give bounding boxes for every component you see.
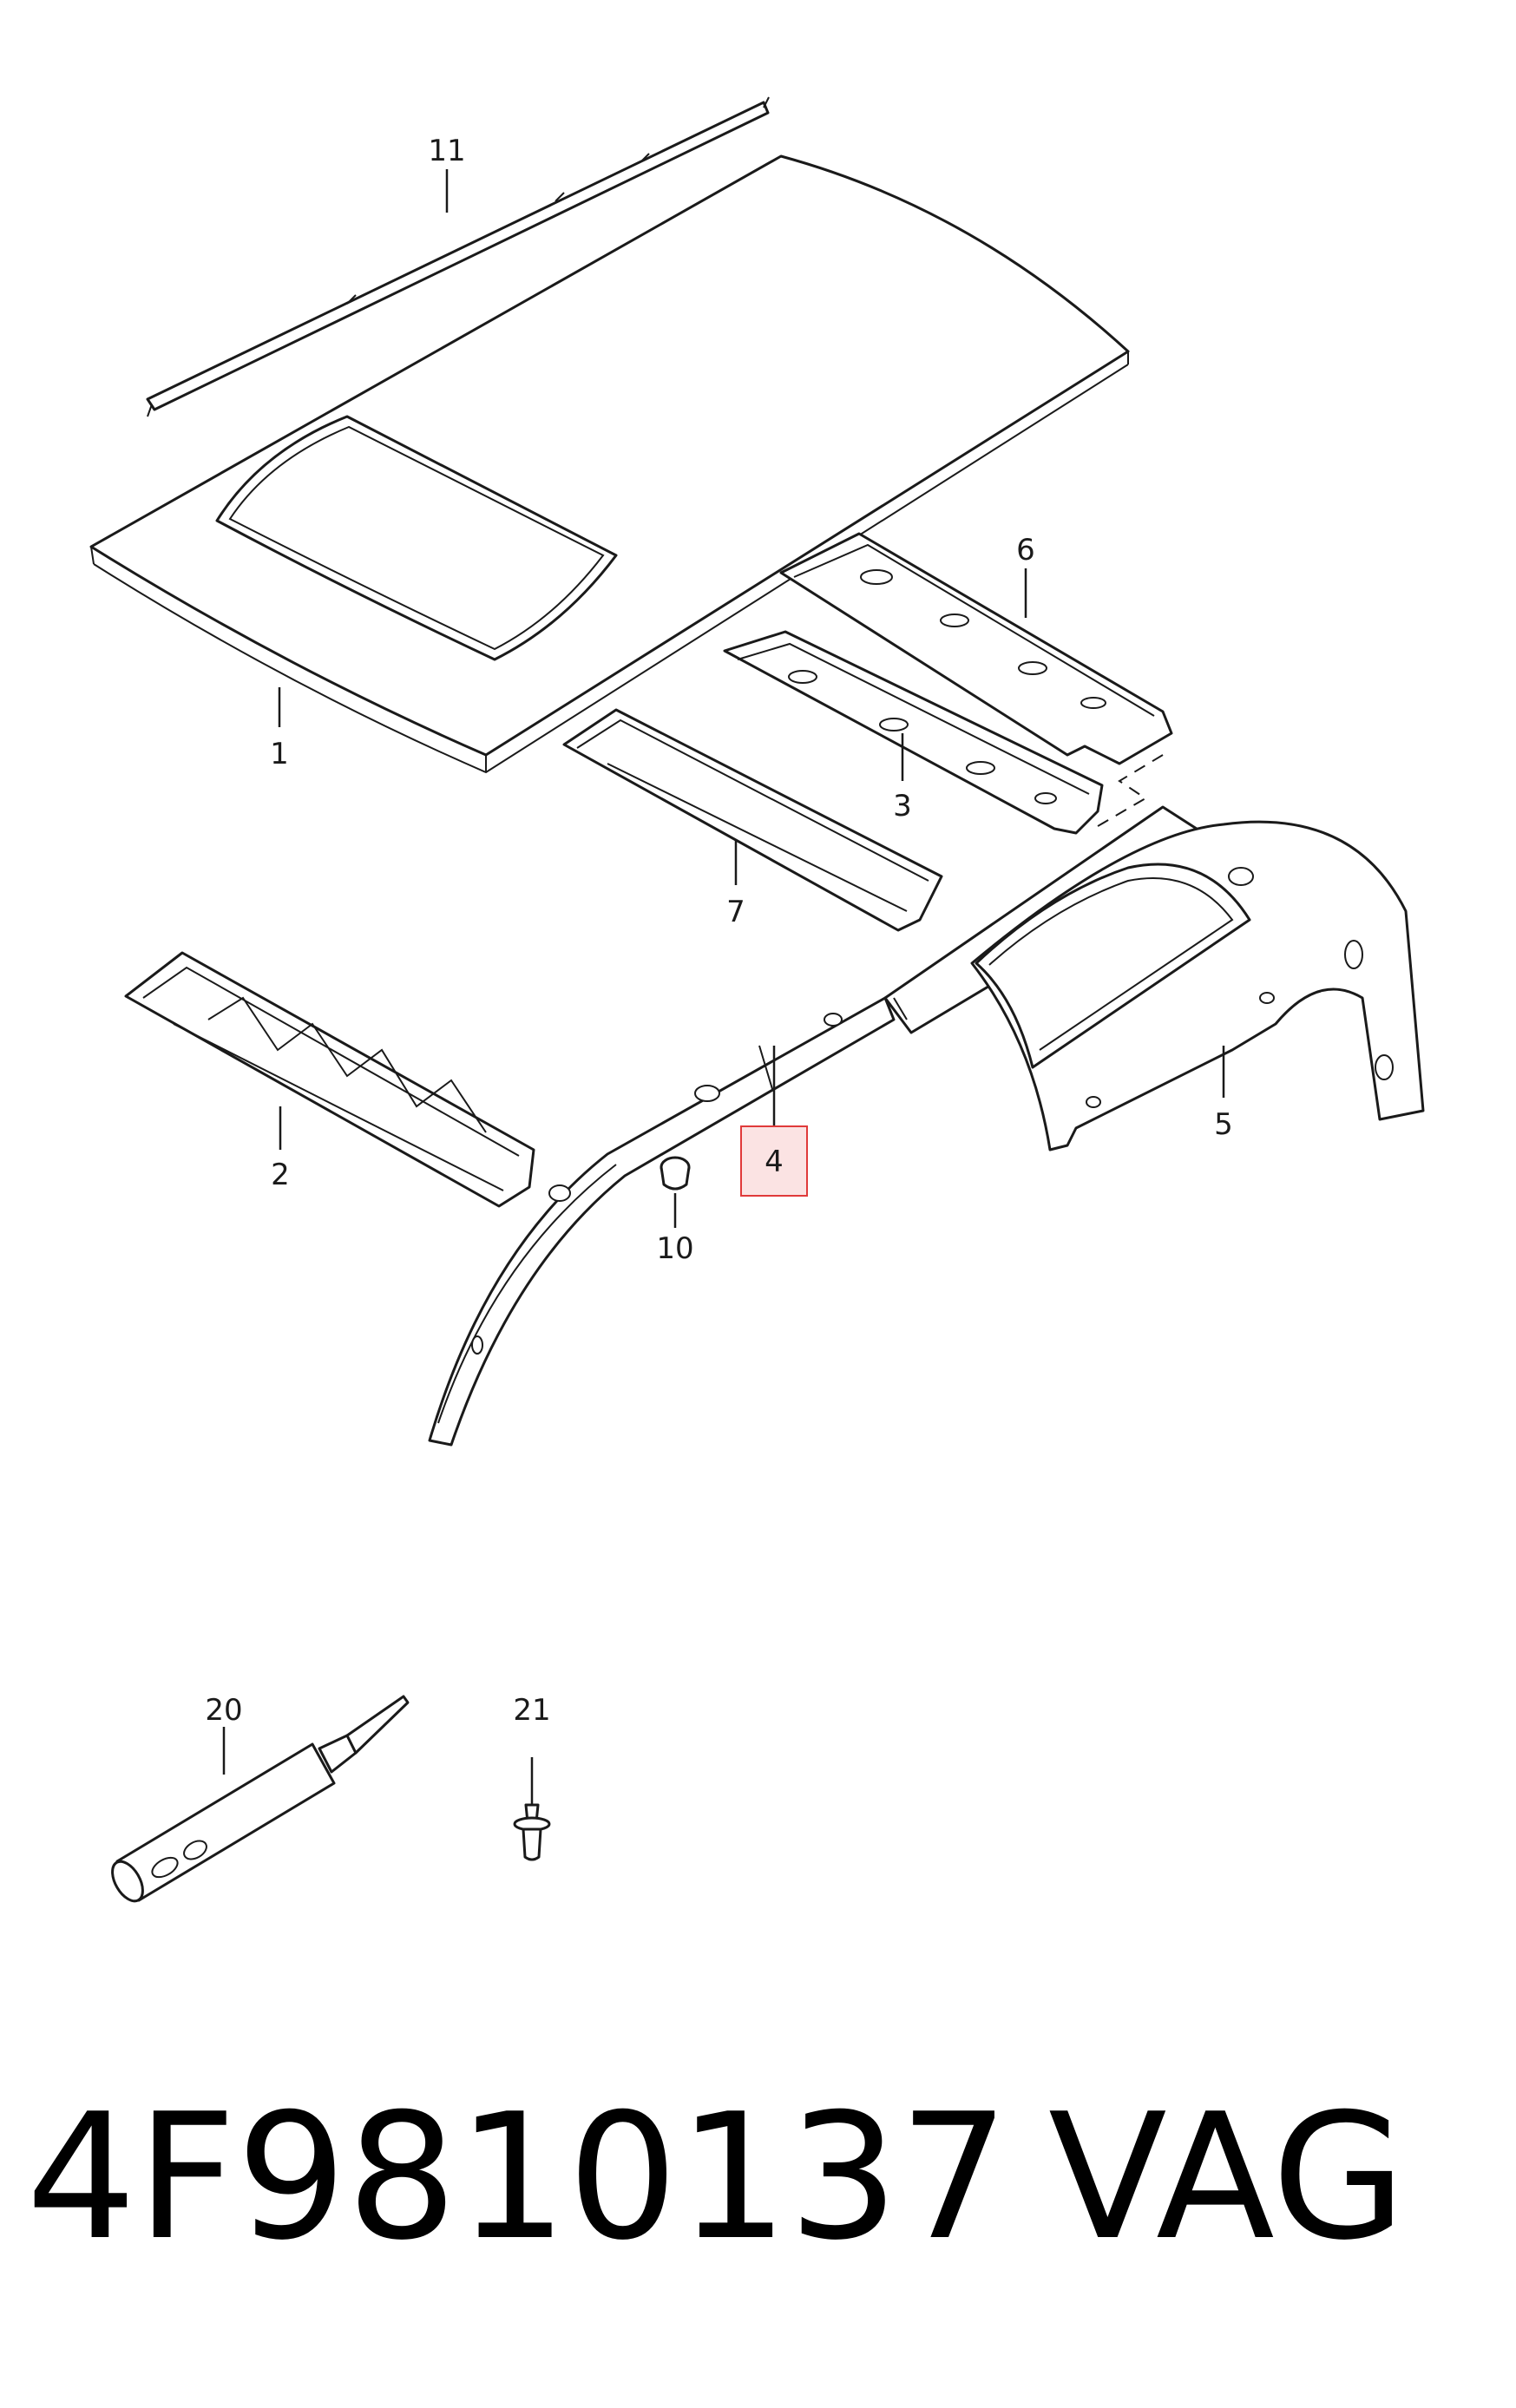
callout-3: 3 xyxy=(893,789,912,823)
callout-2: 2 xyxy=(271,1158,290,1192)
cross-member-part-6 xyxy=(779,532,1173,765)
leader-lines xyxy=(222,169,1225,1775)
roof-rail-part-11 xyxy=(146,96,770,417)
callout-5: 5 xyxy=(1214,1107,1233,1142)
highlight-box-callout-4 xyxy=(740,1125,808,1197)
cross-member-part-3 xyxy=(723,630,1104,835)
callout-20: 20 xyxy=(205,1693,242,1728)
side-frame-part-4-5 xyxy=(428,805,1425,1447)
cross-member-part-7 xyxy=(562,708,943,932)
callout-labels: 11 1 6 3 7 2 4 5 10 20 21 xyxy=(205,134,1232,1728)
callout-11: 11 xyxy=(428,134,465,168)
rivet-part-21 xyxy=(513,1757,551,1861)
callout-10: 10 xyxy=(656,1231,693,1266)
adhesive-cartridge-part-20 xyxy=(111,1695,410,1903)
callout-7: 7 xyxy=(726,895,745,929)
callout-1: 1 xyxy=(270,737,289,771)
callout-21: 21 xyxy=(513,1693,550,1728)
callout-6: 6 xyxy=(1016,533,1035,568)
callout-4: 4 xyxy=(765,1145,784,1179)
brand-name: VAG xyxy=(1048,2077,1407,2279)
part-number: 4F9810137 xyxy=(26,2077,1010,2279)
windshield-header-part-2 xyxy=(124,951,535,1208)
grommet-part-10 xyxy=(660,1156,691,1191)
roof-panel-part-1 xyxy=(89,154,1130,774)
footer: 4F9810137 VAG xyxy=(0,2078,1516,2278)
